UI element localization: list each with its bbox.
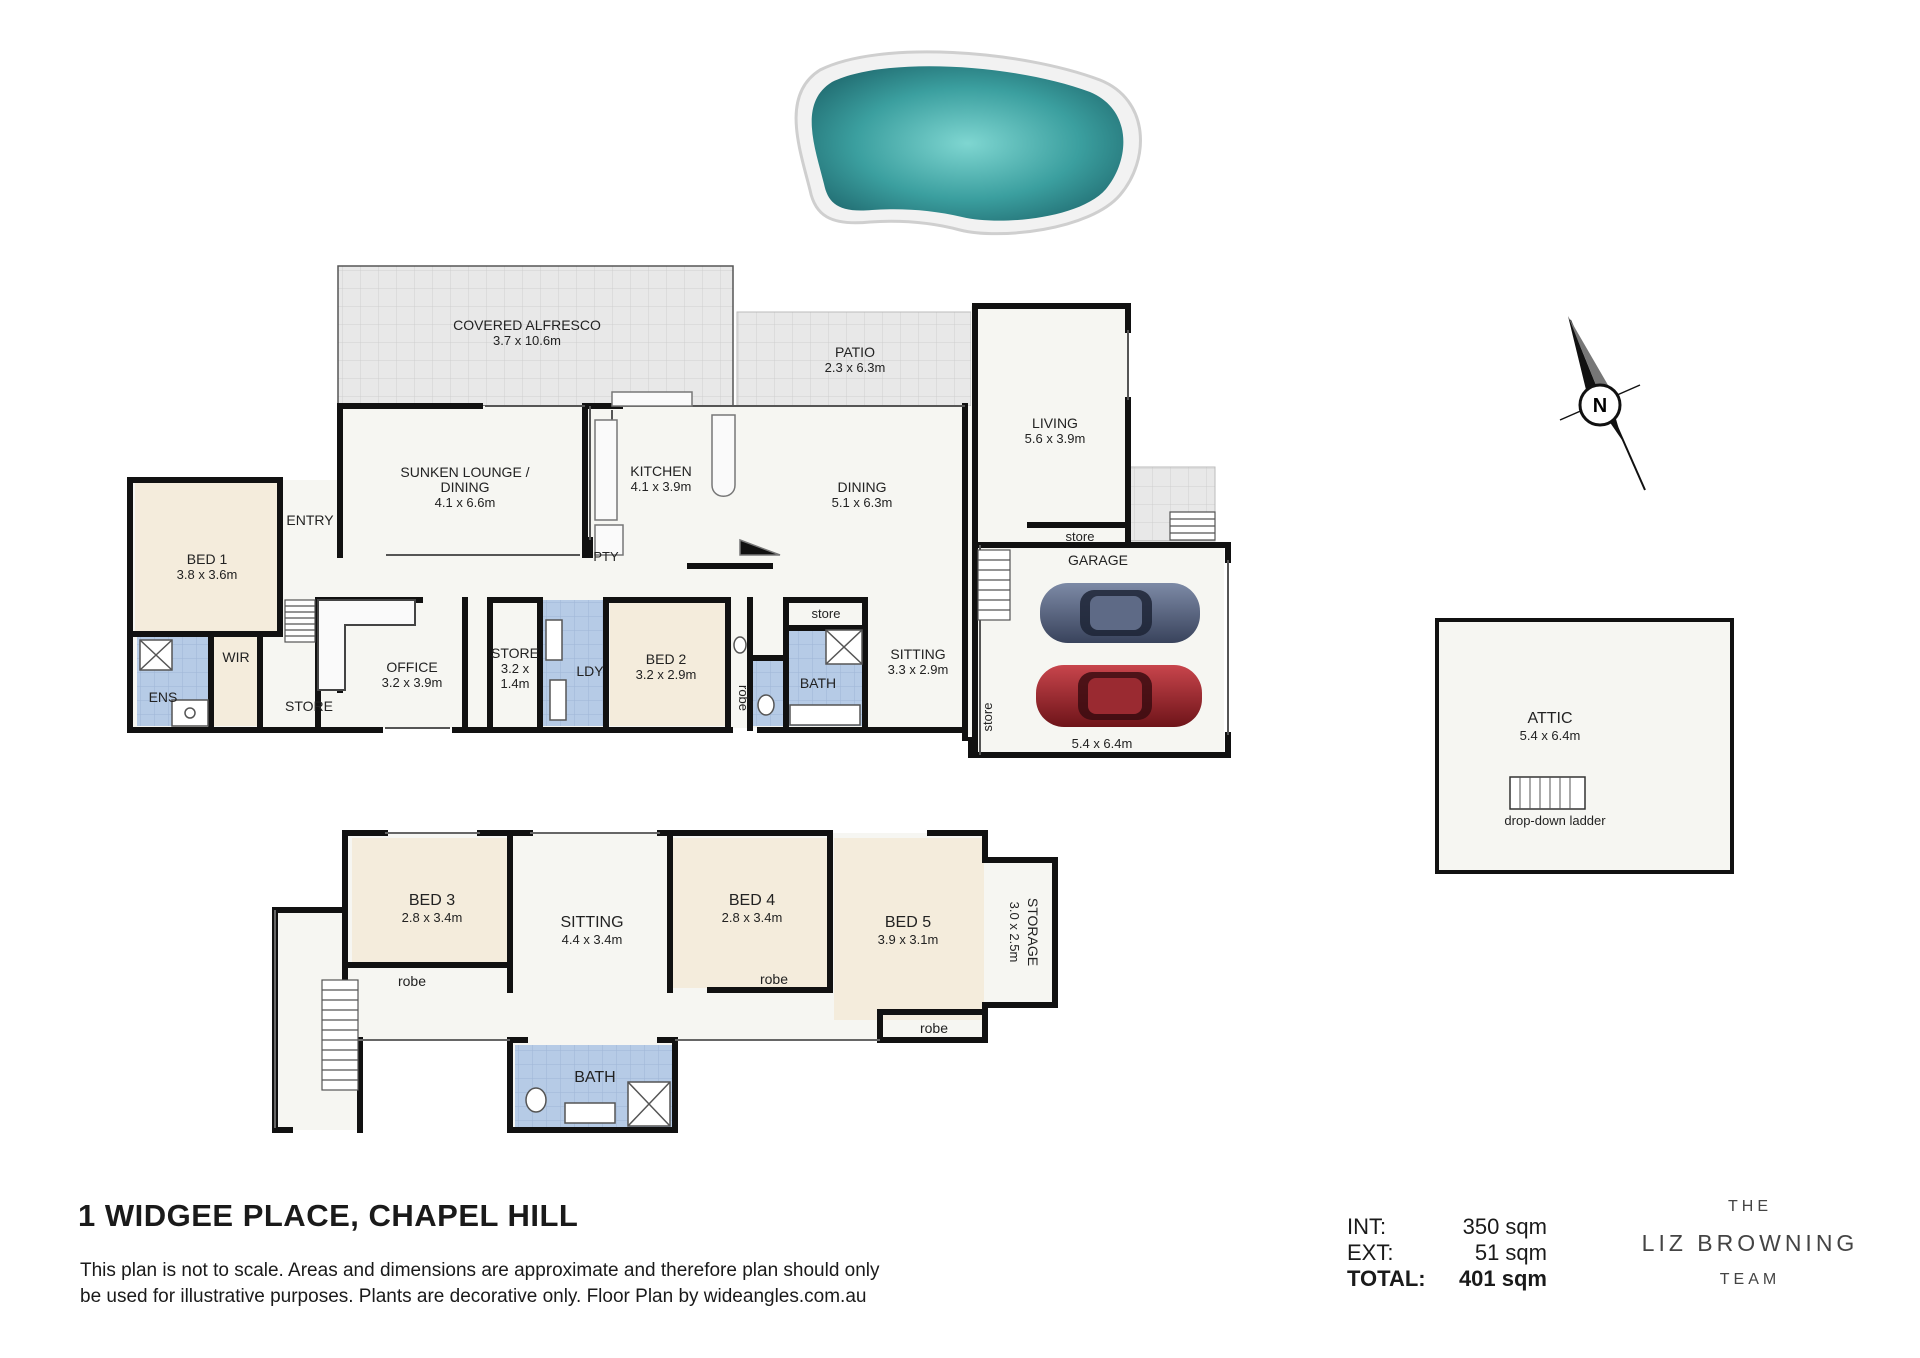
- alfresco-dim: 3.7 x 10.6m: [493, 333, 561, 348]
- wir-name: WIR: [222, 649, 249, 665]
- bed3-dim: 2.8 x 3.4m: [402, 910, 463, 925]
- patio-dim: 2.3 x 6.3m: [825, 360, 886, 375]
- bed3-name: BED 3: [409, 892, 455, 909]
- attic-dim: 5.4 x 6.4m: [1520, 728, 1581, 743]
- alfresco-name: COVERED ALFRESCO: [453, 317, 601, 333]
- room-labels: COVERED ALFRESCO 3.7 x 10.6m PATIO 2.3 x…: [149, 317, 1607, 1086]
- sitting-b-name: SITTING: [560, 914, 623, 931]
- store-a-dim1: 3.2 x: [501, 661, 530, 676]
- robe-d-name: robe: [920, 1020, 948, 1036]
- kitchen-dim: 4.1 x 3.9m: [631, 479, 692, 494]
- living-deck-steps: [1169, 511, 1216, 541]
- lounge-name-line2: DINING: [441, 479, 490, 495]
- disclaimer-line-2: be used for illustrative purposes. Plant…: [80, 1286, 867, 1307]
- lounge-dim: 4.1 x 6.6m: [435, 495, 496, 510]
- store-c-name: STORE: [285, 698, 333, 714]
- bed5-name: BED 5: [885, 914, 931, 931]
- area-ext-label: EXT:: [1347, 1240, 1394, 1265]
- disclaimer-line-1: This plan is not to scale. Areas and dim…: [80, 1260, 880, 1281]
- area-total-value: 401 sqm: [1458, 1266, 1547, 1291]
- main-floor-walls: [127, 303, 1231, 758]
- living-name: LIVING: [1032, 415, 1078, 431]
- store-b-name: store: [812, 606, 841, 621]
- pty-name: PTY: [593, 549, 619, 564]
- bath-a-fixtures: [733, 629, 863, 726]
- office-name: OFFICE: [386, 659, 437, 675]
- dining-name: DINING: [838, 479, 887, 495]
- office-desk: [317, 599, 416, 691]
- bed4-floor: [670, 838, 830, 988]
- bed4-name: BED 4: [729, 892, 775, 909]
- kitchen-fixtures: [594, 391, 781, 556]
- area-ext-row: EXT: 51 sqm: [1347, 1240, 1547, 1266]
- wir-floor: [213, 636, 260, 726]
- sitting-a-name: SITTING: [890, 646, 945, 662]
- bed4-dim: 2.8 x 3.4m: [722, 910, 783, 925]
- disclaimer: This plan is not to scale. Areas and dim…: [80, 1258, 1040, 1310]
- store-d-name: store: [980, 703, 995, 732]
- sitting-a-dim: 3.3 x 2.9m: [888, 662, 949, 677]
- attic-note: drop-down ladder: [1504, 813, 1606, 828]
- robe-c-name: robe: [760, 971, 788, 987]
- garage-dim: 5.4 x 6.4m: [1072, 736, 1133, 751]
- blue-car-icon: [1040, 583, 1200, 643]
- north-compass-icon: N: [1559, 316, 1646, 491]
- bed2-floor: [610, 600, 725, 726]
- area-int-row: INT: 350 sqm: [1347, 1214, 1547, 1240]
- entry-name: ENTRY: [286, 512, 334, 528]
- robe-b-name: robe: [398, 973, 426, 989]
- store-a-dim2: 1.4m: [501, 676, 530, 691]
- kitchen-name: KITCHEN: [630, 463, 691, 479]
- office-dim: 3.2 x 3.9m: [382, 675, 443, 690]
- ens-fixtures: [139, 639, 209, 727]
- compass-letter: N: [1593, 395, 1607, 417]
- area-int-label: INT:: [1347, 1214, 1387, 1239]
- property-address: 1 WIDGEE PLACE, CHAPEL HILL: [78, 1198, 579, 1233]
- entry-steps: [284, 599, 316, 643]
- area-ext-value: 51 sqm: [1474, 1240, 1547, 1265]
- bed2-dim: 3.2 x 2.9m: [636, 667, 697, 682]
- area-total-row: TOTAL: 401 sqm: [1347, 1266, 1547, 1292]
- storage-name: STORAGE: [1025, 898, 1041, 966]
- bed5-floor: [834, 838, 984, 1020]
- attic-name: ATTIC: [1527, 710, 1572, 727]
- covered-alfresco-area: [337, 265, 734, 407]
- store-a-name: STORE: [491, 645, 539, 661]
- brand-logo: THE LIZ BROWNING TEAM: [1630, 1198, 1870, 1289]
- red-car-icon: [1036, 665, 1202, 727]
- storage-dim: 3.0 x 2.5m: [1007, 902, 1022, 963]
- bed1-floor: [135, 483, 280, 634]
- area-summary: INT: 350 sqm EXT: 51 sqm TOTAL: 401 sqm: [1347, 1214, 1547, 1292]
- brand-line-1: THE: [1728, 1198, 1772, 1215]
- patio-area: [736, 311, 972, 407]
- dining-dim: 5.1 x 6.3m: [832, 495, 893, 510]
- bed1-name: BED 1: [187, 551, 228, 567]
- bath-b-fixtures: [525, 1081, 671, 1127]
- bath-a-name: BATH: [800, 675, 836, 691]
- lower-stairs: [321, 979, 359, 1091]
- garage-name: GARAGE: [1068, 552, 1128, 568]
- patio-name: PATIO: [835, 344, 875, 360]
- bed2-name: BED 2: [646, 651, 687, 667]
- brand-line-3: TEAM: [1719, 1271, 1781, 1288]
- robe-a-name: robe: [736, 685, 751, 711]
- ldy-name: LDY: [576, 663, 604, 679]
- ens-name: ENS: [149, 689, 178, 705]
- living-dim: 5.6 x 3.9m: [1025, 431, 1086, 446]
- ldy-fixtures: [545, 619, 567, 721]
- bed5-dim: 3.9 x 3.1m: [878, 932, 939, 947]
- attic: [1435, 618, 1734, 874]
- bath-b-name: BATH: [574, 1069, 615, 1086]
- garage-store-name: store: [1066, 529, 1095, 544]
- brand-line-2: LIZ BROWNING: [1641, 1230, 1859, 1256]
- area-total-label: TOTAL:: [1347, 1266, 1426, 1291]
- lounge-name-line1: SUNKEN LOUNGE /: [400, 464, 529, 480]
- pool: [794, 50, 1142, 236]
- area-int-value: 350 sqm: [1462, 1214, 1547, 1239]
- garage-steps: [977, 549, 1011, 621]
- bed3-floor: [352, 838, 509, 966]
- sitting-b-dim: 4.4 x 3.4m: [562, 932, 623, 947]
- bed1-dim: 3.8 x 3.6m: [177, 567, 238, 582]
